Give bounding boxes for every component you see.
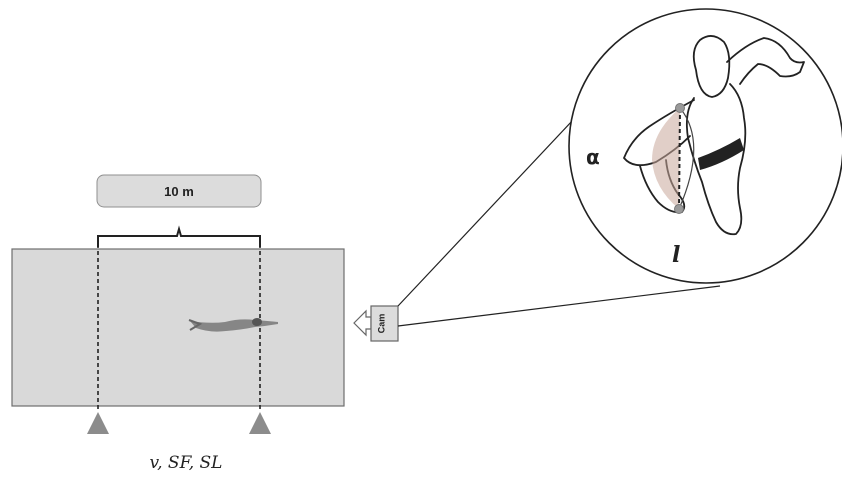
camera-label: Cam — [377, 314, 387, 334]
distance-label-box: 10 m — [96, 174, 262, 208]
start-marker — [87, 412, 109, 434]
zoom-line-bottom — [397, 285, 721, 327]
camera-arrow-icon — [353, 309, 372, 337]
arm-angle-wedge — [652, 108, 680, 209]
distance-bracket — [97, 225, 261, 247]
pool — [11, 248, 345, 407]
swimmer-figure — [188, 318, 278, 332]
magnified-view: α l — [568, 8, 842, 284]
camera: Cam — [353, 305, 399, 342]
length-symbol: l — [672, 242, 680, 268]
angle-symbol: α — [586, 145, 600, 169]
variables-label: v, SF, SL — [150, 453, 223, 473]
arm-length-line — [678, 107, 681, 210]
swim-belt — [698, 138, 744, 170]
zoom-line-top — [397, 102, 590, 307]
finish-marker — [249, 412, 271, 434]
hand-point — [674, 204, 684, 214]
distance-label: 10 m — [164, 184, 194, 199]
shoulder-point — [675, 103, 685, 113]
